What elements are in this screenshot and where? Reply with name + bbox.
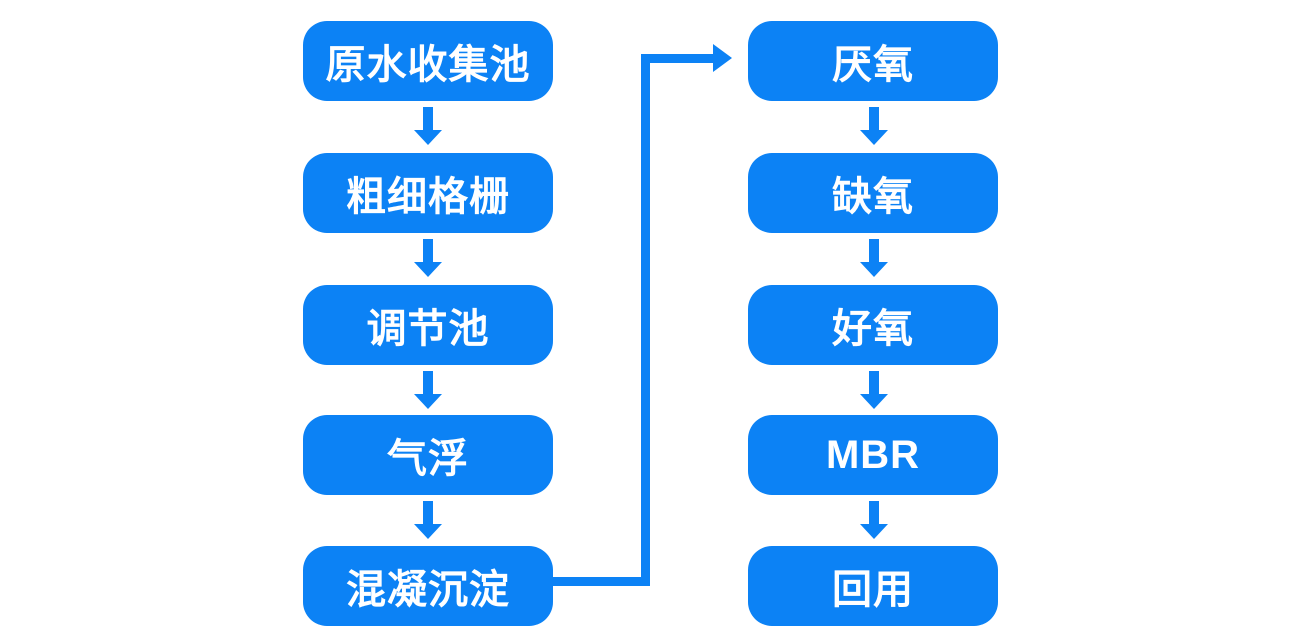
arrow-shaft xyxy=(423,371,433,394)
arrow-head xyxy=(860,130,888,145)
down-arrow-icon xyxy=(860,239,888,277)
connector-arrow-head-icon xyxy=(713,44,732,72)
down-arrow-icon xyxy=(414,239,442,277)
node-equalization-tank: 调节池 xyxy=(303,285,553,365)
node-reuse: 回用 xyxy=(748,546,998,626)
node-aerobic: 好氧 xyxy=(748,285,998,365)
arrow-shaft xyxy=(423,501,433,524)
down-arrow-icon xyxy=(414,107,442,145)
down-arrow-icon xyxy=(414,371,442,409)
node-mbr: MBR xyxy=(748,415,998,495)
arrow-head xyxy=(414,262,442,277)
arrow-shaft xyxy=(423,107,433,130)
node-raw-water-collection: 原水收集池 xyxy=(303,21,553,101)
arrow-head xyxy=(860,262,888,277)
arrow-shaft xyxy=(423,239,433,262)
node-anoxic: 缺氧 xyxy=(748,153,998,233)
arrow-shaft xyxy=(869,239,879,262)
arrow-head xyxy=(860,394,888,409)
arrow-head xyxy=(414,130,442,145)
down-arrow-icon xyxy=(860,371,888,409)
arrow-head xyxy=(414,524,442,539)
connector-horizontal-bottom xyxy=(553,577,650,586)
down-arrow-icon xyxy=(414,501,442,539)
arrow-shaft xyxy=(869,107,879,130)
node-coarse-fine-screen: 粗细格栅 xyxy=(303,153,553,233)
arrow-shaft xyxy=(869,371,879,394)
arrow-head xyxy=(860,524,888,539)
connector-horizontal-top xyxy=(641,54,714,63)
down-arrow-icon xyxy=(860,107,888,145)
node-coagulation-sedimentation: 混凝沉淀 xyxy=(303,546,553,626)
down-arrow-icon xyxy=(860,501,888,539)
node-air-flotation: 气浮 xyxy=(303,415,553,495)
node-anaerobic: 厌氧 xyxy=(748,21,998,101)
arrow-shaft xyxy=(869,501,879,524)
connector-vertical xyxy=(641,54,650,586)
arrow-head xyxy=(414,394,442,409)
